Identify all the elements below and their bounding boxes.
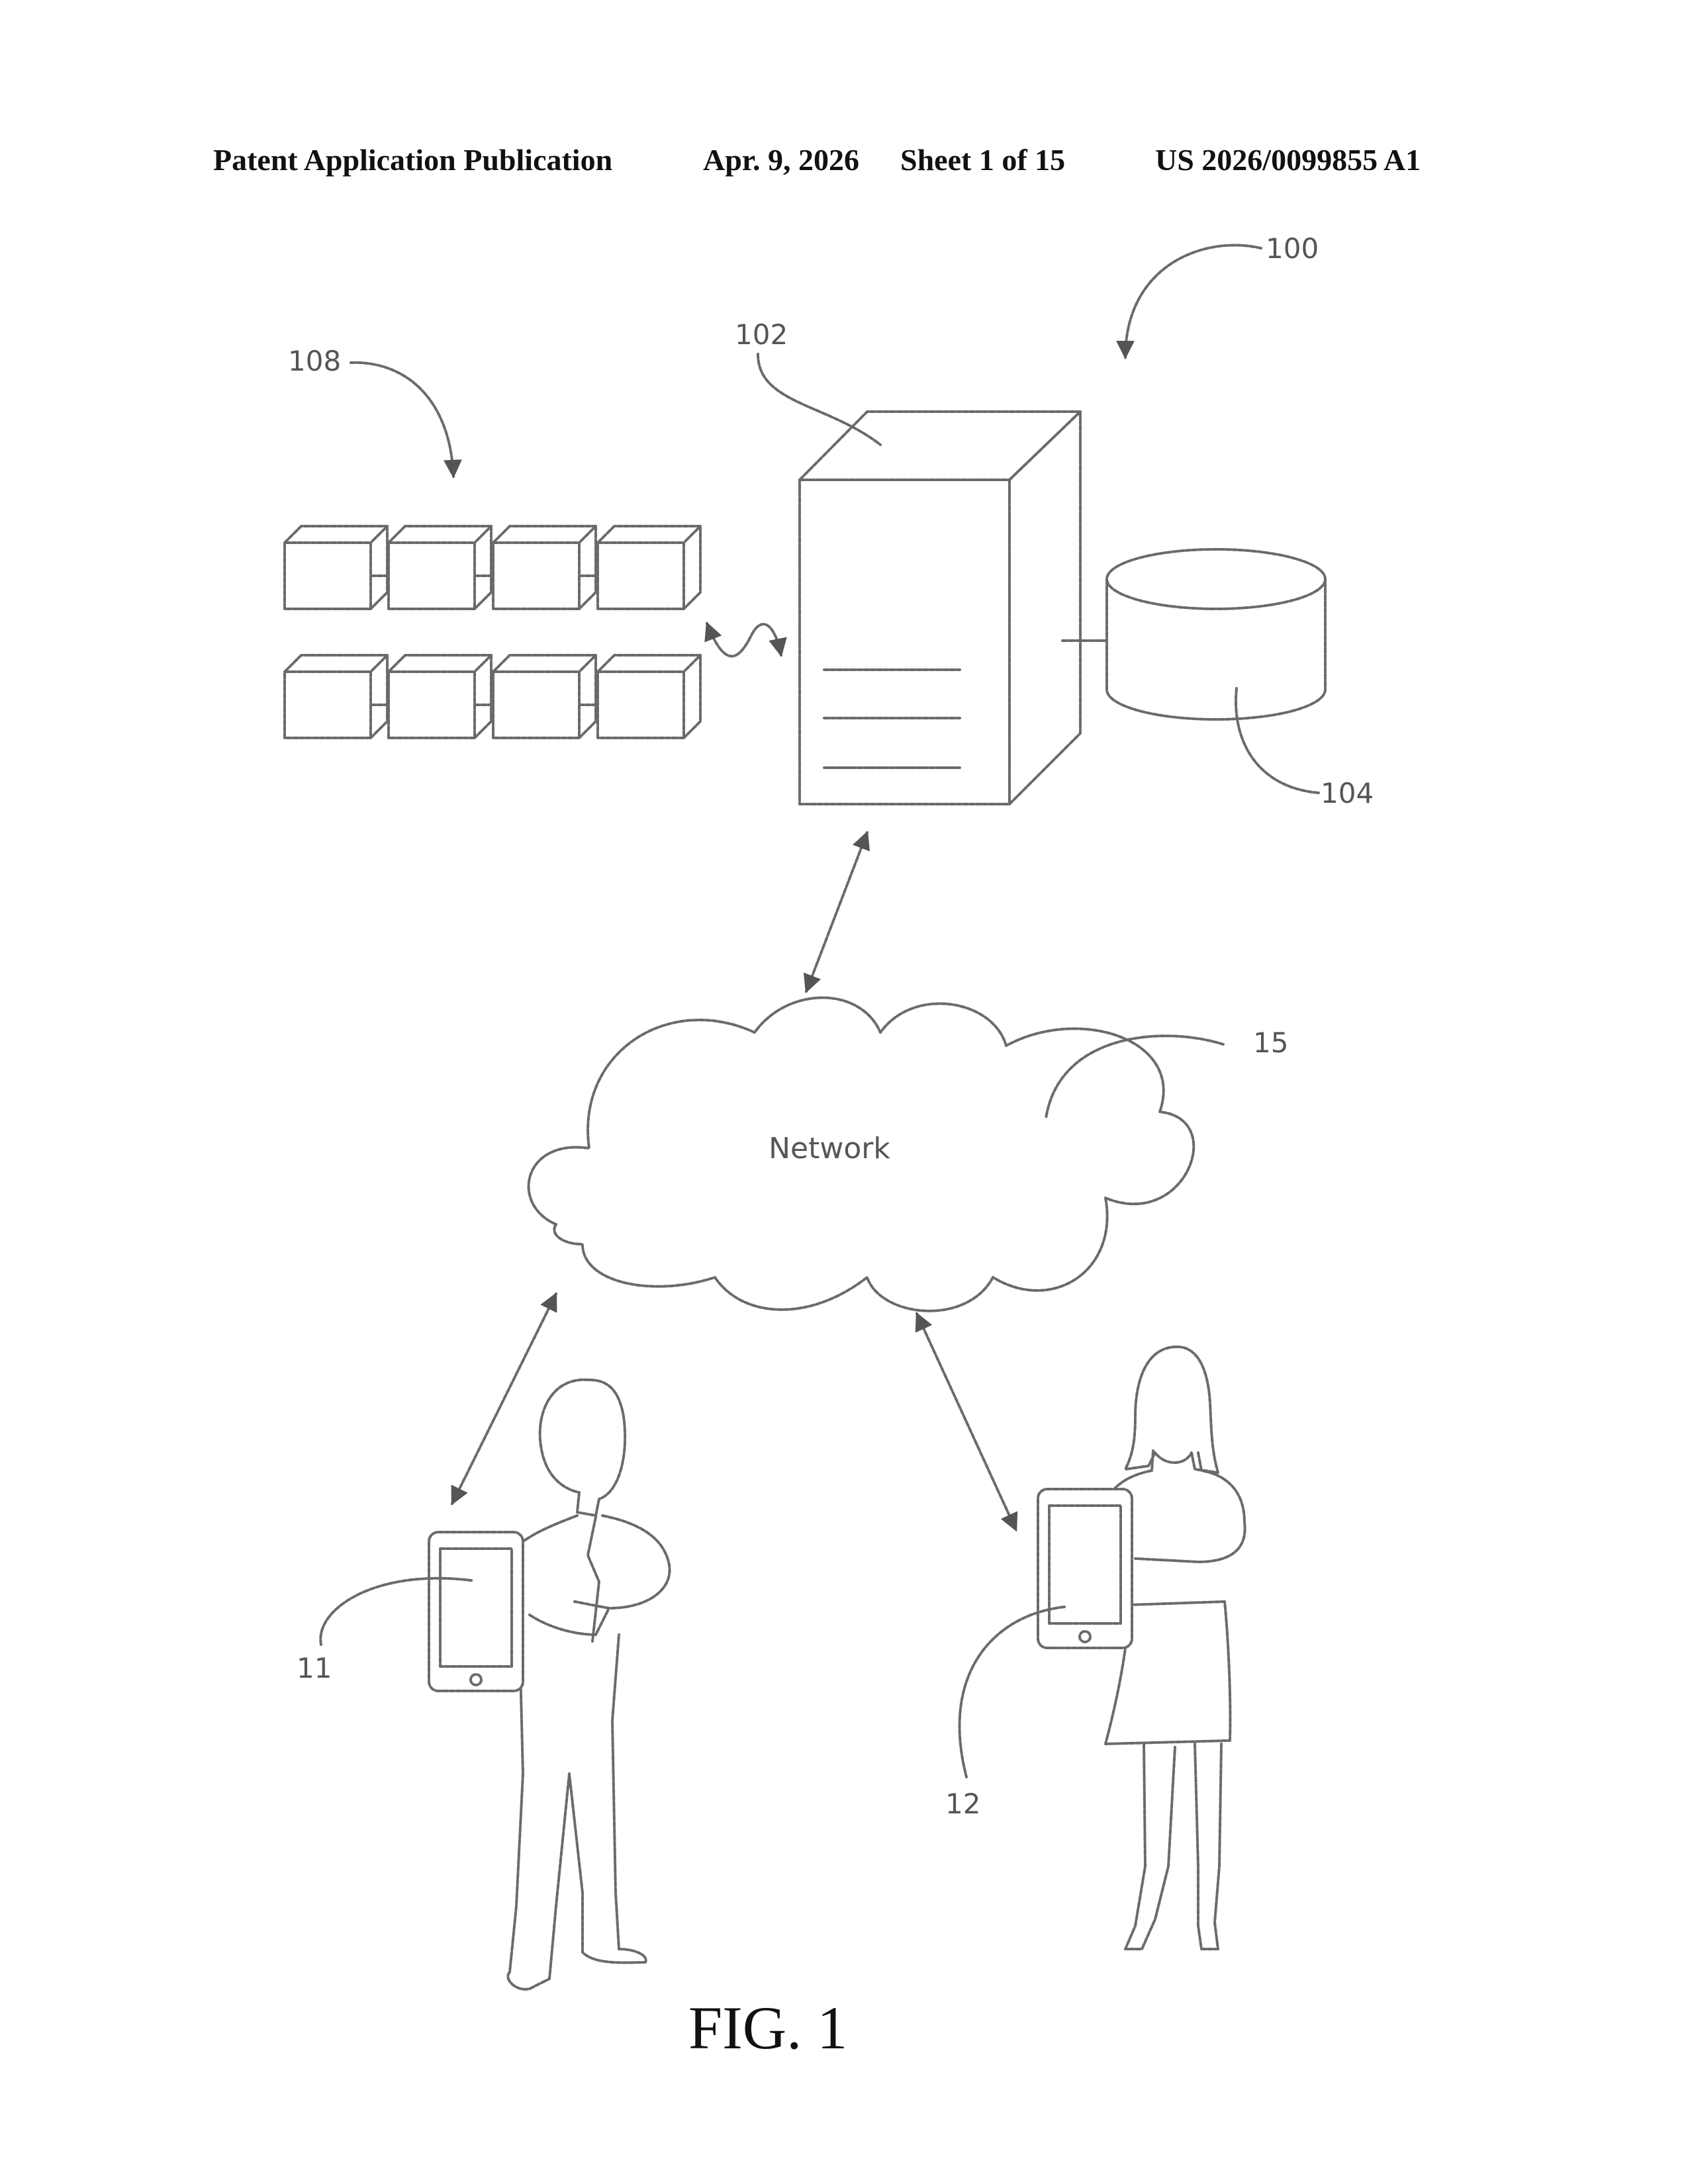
ref-108: 108 (288, 345, 341, 377)
ref-102: 102 (735, 318, 788, 351)
block (493, 526, 596, 609)
block (598, 655, 700, 738)
server-front (800, 480, 1009, 804)
figure-label: FIG. 1 (688, 1994, 847, 2062)
ref-11: 11 (297, 1652, 332, 1684)
ref-12: 12 (945, 1788, 980, 1820)
ref-104: 104 (1321, 777, 1374, 809)
database-top (1107, 549, 1325, 609)
network-cloud: Network 15 (529, 998, 1289, 1311)
blocks-server-link (707, 623, 781, 657)
man-shoulders (503, 1516, 670, 1641)
ref-100-group: 100 (1125, 232, 1319, 357)
man-tie (588, 1517, 599, 1641)
man-legs (508, 1635, 645, 1989)
woman-legs (1125, 1744, 1221, 1949)
ref-100: 100 (1266, 232, 1319, 265)
man-arms (530, 1608, 609, 1635)
network-user1-link (452, 1294, 556, 1504)
leader-100 (1125, 245, 1261, 357)
server: 102 (735, 318, 1080, 804)
ref-15: 15 (1253, 1026, 1288, 1059)
block (285, 655, 387, 738)
blockchain-blocks: 108 (285, 345, 781, 738)
user-woman: 12 (945, 1347, 1245, 1949)
block (389, 655, 491, 738)
user-man: 11 (297, 1380, 670, 1989)
leader-102 (758, 354, 880, 445)
server-side (1009, 412, 1080, 804)
block (285, 526, 387, 609)
woman-head (1125, 1347, 1218, 1473)
block-row-2 (285, 655, 700, 738)
database: 104 (1062, 549, 1374, 809)
network-label: Network (769, 1132, 890, 1165)
leader-108 (351, 363, 453, 477)
block (598, 526, 700, 609)
block (493, 655, 596, 738)
man-head (540, 1380, 625, 1516)
network-user2-link (917, 1314, 1016, 1530)
block-row-1 (285, 526, 700, 609)
server-network-link (806, 833, 867, 991)
block (389, 526, 491, 609)
